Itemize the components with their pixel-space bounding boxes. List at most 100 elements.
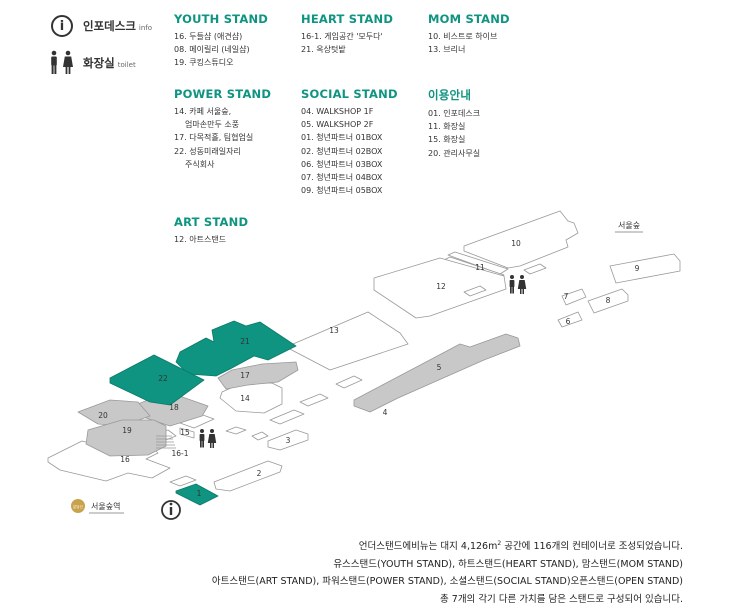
map-connector <box>299 393 329 407</box>
map-connector <box>225 426 247 435</box>
legend-info-label-en: info <box>138 24 153 32</box>
map-unit-9 <box>609 253 681 284</box>
stand-item: 09. 청년파트너 05BOX <box>301 186 383 196</box>
info-line-1: 언더스탠드에비뉴는 대지 4,126m2 공간에 116개의 컨테이너로 조성되… <box>212 535 683 556</box>
youth-stand-title: YOUTH STAND <box>174 12 269 26</box>
stand-item: 12. 아트스탠드 <box>174 235 227 244</box>
map-label-12: 12 <box>436 282 446 291</box>
map-connector <box>169 475 197 487</box>
stand-item: 11. 화장실 <box>428 122 466 132</box>
map-label-14: 14 <box>240 394 250 403</box>
map-label-10: 10 <box>511 239 521 248</box>
map-connector <box>335 375 363 389</box>
map-unit-2 <box>213 460 283 492</box>
map-label-9: 9 <box>635 264 640 273</box>
map-label-2: 2 <box>257 469 262 478</box>
usage-guide-title: 이용안내 <box>428 88 472 102</box>
heart-stand: HEART STAND 16-1. 게임공간 '모두다' 21. 옥상텃밭 <box>301 12 393 56</box>
superscript-2: 2 <box>497 540 502 547</box>
info-line-1a: 언더스탠드에비뉴는 대지 4,126m <box>358 541 498 553</box>
map-toilet-icon <box>199 429 217 448</box>
mom-stand: MOM STAND 10. 비스트로 하이브 13. 브리너 <box>428 12 510 56</box>
stand-item: 04. WALKSHOP 1F <box>301 107 374 116</box>
stand-item: 08. 메이릴리 (네일샵) <box>174 45 250 55</box>
info-line-3: 아트스탠드(ART STAND), 파워스탠드(POWER STAND), 소셜… <box>211 576 683 588</box>
map-label-19: 19 <box>122 426 132 435</box>
stand-item: 06. 청년파트너 03BOX <box>301 159 383 169</box>
info-line-1b: 공간에 116개의 컨테이너로 조성되었습니다. <box>501 541 683 553</box>
map-unit-20 <box>77 399 151 427</box>
map-label-3: 3 <box>286 436 291 445</box>
station-badge: 분당선 <box>73 504 83 509</box>
map-label-15: 15 <box>180 428 190 437</box>
power-stand: POWER STAND 14. 카페 서울숲, 엄마손만두 소풍 17. 다목적… <box>174 87 271 171</box>
info-icon: i <box>51 15 73 37</box>
map-connector <box>523 263 547 275</box>
map-label-4: 4 <box>383 408 388 417</box>
map-unit-5 <box>353 333 521 413</box>
info-paragraph: 언더스탠드에비뉴는 대지 4,126m2 공간에 116개의 컨테이너로 조성되… <box>212 535 683 608</box>
stand-item: 22. 성동미래일자리 <box>174 146 241 156</box>
stand-item: 15. 화장실 <box>428 135 466 145</box>
stand-item: 13. 브리너 <box>428 45 466 55</box>
map-label-16: 16 <box>120 455 130 464</box>
map-unit-10 <box>463 210 579 269</box>
stand-item: 14. 카페 서울숲, <box>174 107 232 116</box>
art-stand-title: ART STAND <box>174 215 249 229</box>
map-label-station: 서울숲역 <box>91 501 120 511</box>
stand-item: 엄마손만두 소풍 <box>185 120 240 130</box>
map-toilet-icon <box>509 275 527 294</box>
youth-stand: YOUTH STAND 16. 두들샵 (애견샵) 08. 메이릴리 (네일샵)… <box>174 12 268 70</box>
stand-item: 01. 청년파트너 01BOX <box>301 133 383 143</box>
info-line-4: 총 7개의 각기 다른 가치를 담은 스탠드로 구성되어 있습니다. <box>440 593 683 605</box>
map-connector <box>269 409 305 425</box>
social-stand: SOCIAL STAND 04. WALKSHOP 1F 05. WALKSHO… <box>301 87 398 197</box>
map-connector <box>463 285 487 297</box>
stand-item: 주식회사 <box>185 159 215 169</box>
art-stand: ART STAND 12. 아트스탠드 <box>174 215 248 246</box>
map-unit-6 <box>557 311 583 328</box>
map-label-6: 6 <box>566 317 571 326</box>
toilet-icon <box>51 50 73 74</box>
map-unit-1 <box>175 483 219 506</box>
social-stand-title: SOCIAL STAND <box>301 87 398 101</box>
map-connector <box>251 431 269 441</box>
map-unit-17 <box>217 361 299 390</box>
map-unit-12 <box>373 257 507 319</box>
stand-item: 05. WALKSHOP 2F <box>301 120 374 130</box>
mom-stand-title: MOM STAND <box>428 12 510 26</box>
map-stairs <box>156 435 176 449</box>
stand-item: 16. 두들샵 (애견샵) <box>174 32 243 41</box>
heart-stand-title: HEART STAND <box>301 12 394 26</box>
info-line-2: 유스스탠드(YOUTH STAND), 하트스탠드(HEART STAND), … <box>333 558 683 570</box>
power-stand-title: POWER STAND <box>174 87 272 101</box>
map-unit-8 <box>587 288 629 314</box>
stand-item: 16-1. 게임공간 '모두다' <box>301 32 383 41</box>
legend-toilet-label-en: toilet <box>117 61 136 69</box>
map-unit-22 <box>109 354 205 406</box>
usage-guide: 이용안내 01. 인포데스크 11. 화장실 15. 화장실 20. 관리사무실 <box>428 87 480 160</box>
map-info-icon <box>161 500 181 520</box>
map-label-22: 22 <box>158 374 168 383</box>
map-unit-3 <box>267 429 309 451</box>
stand-item: 10. 비스트로 하이브 <box>428 32 498 41</box>
stand-item: 20. 관리사무실 <box>428 148 481 158</box>
station-badge-icon <box>71 499 85 513</box>
legend-info-label: 인포데스크 <box>83 19 136 33</box>
map-label-1: 1 <box>197 489 202 498</box>
map-unit-15b <box>179 427 195 439</box>
map-label-8: 8 <box>606 296 611 305</box>
map-label-18: 18 <box>169 403 179 412</box>
map-label-21: 21 <box>240 337 250 346</box>
map-label-17: 17 <box>240 371 250 380</box>
stand-item: 19. 쿠킹스튜디오 <box>174 58 234 68</box>
map-unit-13 <box>285 311 409 371</box>
legend-toilet-label: 화장실 <box>83 56 115 70</box>
map-label-7: 7 <box>564 292 569 301</box>
map-label-5: 5 <box>437 363 442 372</box>
stand-item: 02. 청년파트너 02BOX <box>301 146 383 156</box>
stand-item: 21. 옥상텃밭 <box>301 45 346 55</box>
